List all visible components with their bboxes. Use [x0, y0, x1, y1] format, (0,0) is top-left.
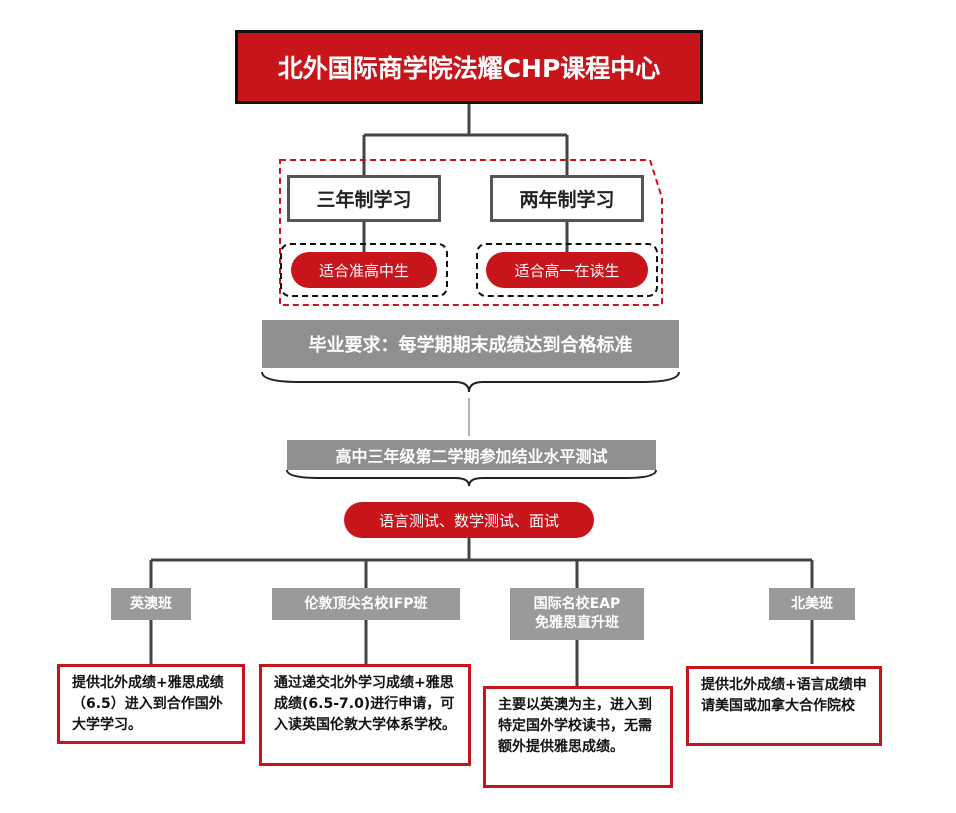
track-label-uk-au: 英澳班 — [111, 588, 191, 620]
graduation-requirement: 毕业要求：每学期期末成绩达到合格标准 — [262, 320, 679, 368]
track-label-eap: 国际名校EAP 免雅思直升班 — [510, 588, 644, 640]
track-desc-north-america: 提供北外成绩+语言成绩申请美国或加拿大合作院校 — [686, 666, 882, 746]
page-title: 北外国际商学院法耀CHP课程中心 — [235, 30, 703, 104]
note-three-year: 适合准高中生 — [291, 252, 437, 288]
program-two-year: 两年制学习 — [490, 175, 644, 222]
note-two-year-frame — [476, 243, 658, 297]
track-desc-eap: 主要以英澳为主，进入到特定国外学校读书，无需额外提供雅思成绩。 — [483, 686, 673, 788]
track-desc-london-ifp: 通过递交北外学习成绩+雅思成绩(6.5-7.0)进行申请，可入读英国伦敦大学体系… — [259, 664, 471, 766]
track-desc-uk-au: 提供北外成绩+雅思成绩（6.5）进入到合作国外大学学习。 — [57, 664, 245, 744]
track-label-north-america: 北美班 — [769, 588, 855, 620]
track-label-london-ifp: 伦敦顶尖名校IFP班 — [272, 588, 460, 620]
track-label-eap-line2: 免雅思直升班 — [535, 615, 619, 631]
note-three-year-frame — [280, 243, 448, 297]
track-label-eap-line1: 国际名校EAP — [533, 596, 621, 613]
tests-pill: 语言测试、数学测试、面试 — [344, 502, 594, 538]
note-two-year: 适合高一在读生 — [486, 252, 648, 288]
test-stage: 高中三年级第二学期参加结业水平测试 — [287, 440, 656, 470]
program-three-year: 三年制学习 — [287, 175, 441, 222]
